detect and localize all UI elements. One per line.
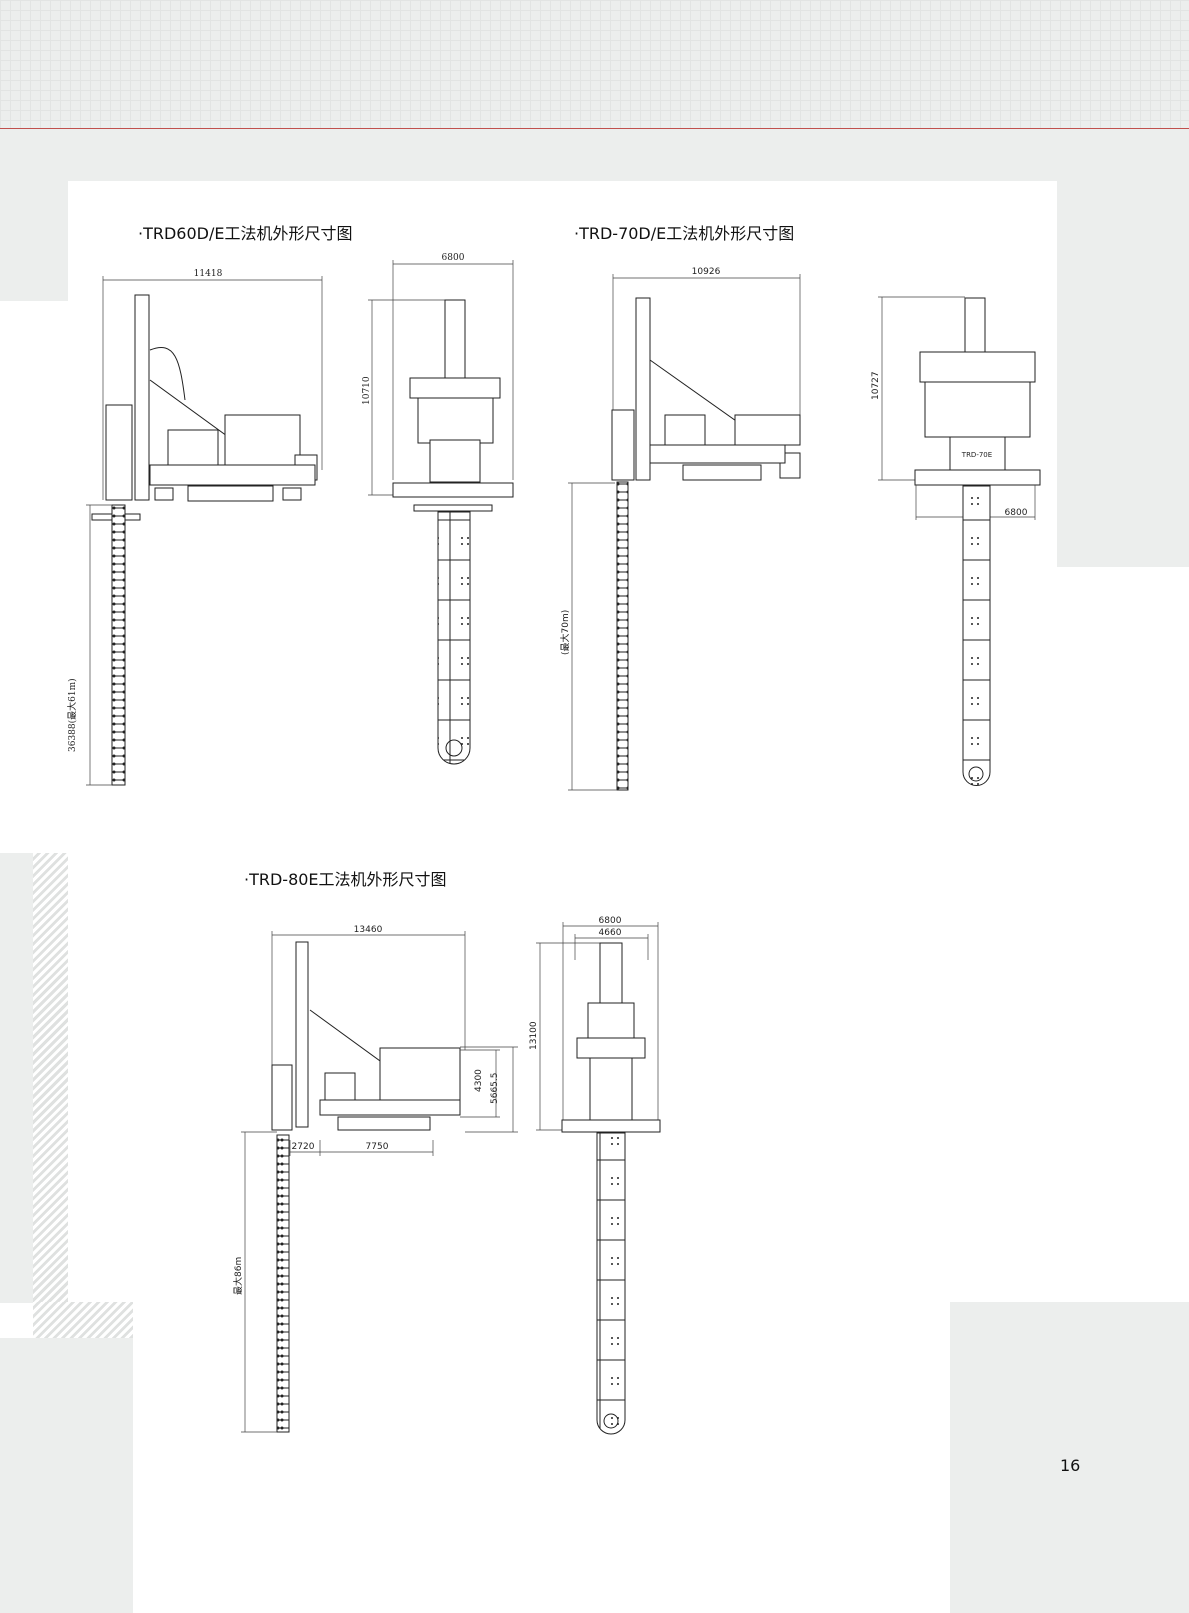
trd60-side-view: 11418 36388(最大61m) (66, 269, 323, 786)
trd80-side-view: 13460 4300 5665.5 2720 7750 最大86m (232, 925, 518, 1433)
dim-label: 最大86m (232, 1257, 244, 1295)
hatch-decoration (33, 853, 68, 1338)
title-trd80: ·TRD-80E工法机外形尺寸图 (244, 870, 447, 889)
dim-label: (最大70m) (559, 610, 571, 655)
hatch-decoration (33, 1302, 133, 1338)
header-divider (0, 128, 1189, 129)
dim-label: 4660 (599, 928, 622, 938)
dim-label: 2720 (292, 1142, 315, 1152)
machine-badge: TRD-70E (961, 451, 992, 459)
dim-label: 6800 (442, 253, 465, 263)
dim-label: 13100 (529, 1021, 539, 1050)
trd70-front-view: 10727 TRD-70E 6800 (871, 296, 1041, 786)
bg-block (0, 1338, 133, 1613)
header-band (0, 0, 1189, 128)
trd70-side-view: 10926 (最大70m) (559, 267, 801, 791)
dim-label: 6800 (599, 916, 622, 926)
dim-label: 7750 (366, 1142, 389, 1152)
bg-block (0, 129, 1189, 181)
dim-label: 6800 (1005, 508, 1028, 518)
dim-label: 36388(最大61m) (66, 678, 78, 752)
bg-block (950, 1302, 1189, 1613)
dim-label: 4300 (474, 1069, 484, 1092)
trd60-front-view: 6800 10710 (362, 253, 514, 765)
title-trd60: ·TRD60D/E工法机外形尺寸图 (138, 224, 353, 243)
page-number: 16 (1060, 1456, 1081, 1475)
dim-label: 10926 (692, 267, 721, 277)
dim-label: 11418 (194, 269, 223, 279)
title-trd70: ·TRD-70D/E工法机外形尺寸图 (574, 224, 795, 243)
trd80-front-view: 6800 4660 13100 (529, 916, 661, 1435)
dim-label: 10710 (362, 376, 372, 405)
bg-block (1057, 129, 1189, 567)
dim-label: 10727 (871, 371, 881, 400)
dim-label: 13460 (354, 925, 383, 935)
dim-label: 5665.5 (490, 1073, 500, 1105)
